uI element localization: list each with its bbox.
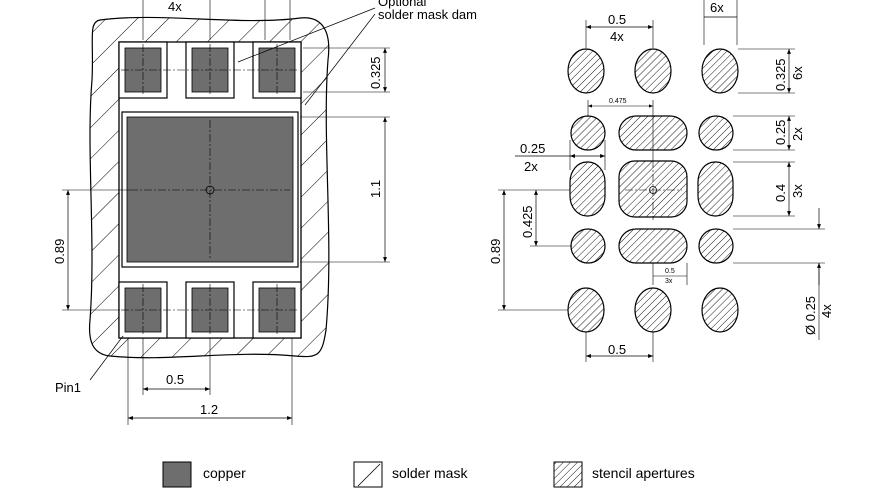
legend-mask-label: solder mask xyxy=(392,465,468,481)
right-count-2x-right: 2x xyxy=(790,127,805,141)
right-count-6x: 6x xyxy=(710,0,724,15)
right-dim-0325: 0.325 xyxy=(773,58,788,91)
stencil-circles xyxy=(570,115,734,264)
left-dim-12: 1.2 xyxy=(200,402,218,417)
right-dim-025-right: 0.25 xyxy=(773,120,788,145)
legend-stencil-swatch xyxy=(553,461,583,488)
right-count-4x-side: 4x xyxy=(819,304,834,318)
legend: copper solder mask stencil apertures xyxy=(162,461,695,488)
left-count-top: 4x xyxy=(168,0,182,14)
legend-copper-swatch xyxy=(162,461,192,488)
right-dim-05-top: 0.5 xyxy=(608,12,626,27)
right-dim-0475: 0.475 xyxy=(609,98,627,105)
legend-stencil: stencil apertures xyxy=(553,461,695,488)
right-count-4x-top: 4x xyxy=(610,29,624,44)
right-count-3x-small: 3x xyxy=(665,278,673,285)
right-count-2x-left: 2x xyxy=(524,159,538,174)
stencil-side-ovals xyxy=(569,161,734,217)
left-dim-089: 0.89 xyxy=(52,239,67,264)
optional-label-line2: solder mask dam xyxy=(378,7,477,22)
legend-copper: copper xyxy=(162,461,246,488)
right-count-3x: 3x xyxy=(790,184,805,198)
right-dim-05-small: 0.5 xyxy=(665,268,675,275)
right-stencil: 6x 0.5 4x 0.325 6x 0.475 0.25 2x 0.25 2x… xyxy=(488,0,834,362)
right-dim-diameter: Ø 0.25 xyxy=(803,296,818,335)
right-dim-089: 0.89 xyxy=(488,239,503,264)
legend-stencil-label: stencil apertures xyxy=(592,465,695,481)
left-dim-0325: 0.325 xyxy=(368,56,383,89)
left-dim-11: 1.1 xyxy=(368,180,383,198)
right-dim-05-bottom: 0.5 xyxy=(608,342,626,357)
pin1-label: Pin1 xyxy=(55,380,81,395)
stencil-top-row xyxy=(567,48,739,94)
right-dim-0425: 0.425 xyxy=(520,205,535,238)
right-dim-025-left: 0.25 xyxy=(520,141,545,156)
left-dim-05: 0.5 xyxy=(166,372,184,387)
left-footprint: 4x Optional solder mask dam 0.325 1.1 0.… xyxy=(52,0,477,425)
right-count-6x-side: 6x xyxy=(790,66,805,80)
legend-copper-label: copper xyxy=(203,465,246,481)
stencil-bottom-row xyxy=(567,287,739,333)
optional-label-line1: Optional xyxy=(378,0,427,9)
right-dim-04: 0.4 xyxy=(773,184,788,202)
legend-solder-mask: solder mask xyxy=(353,461,468,488)
center-mark xyxy=(205,185,215,195)
right-centerlines xyxy=(625,160,682,220)
left-centerlines xyxy=(121,44,299,336)
